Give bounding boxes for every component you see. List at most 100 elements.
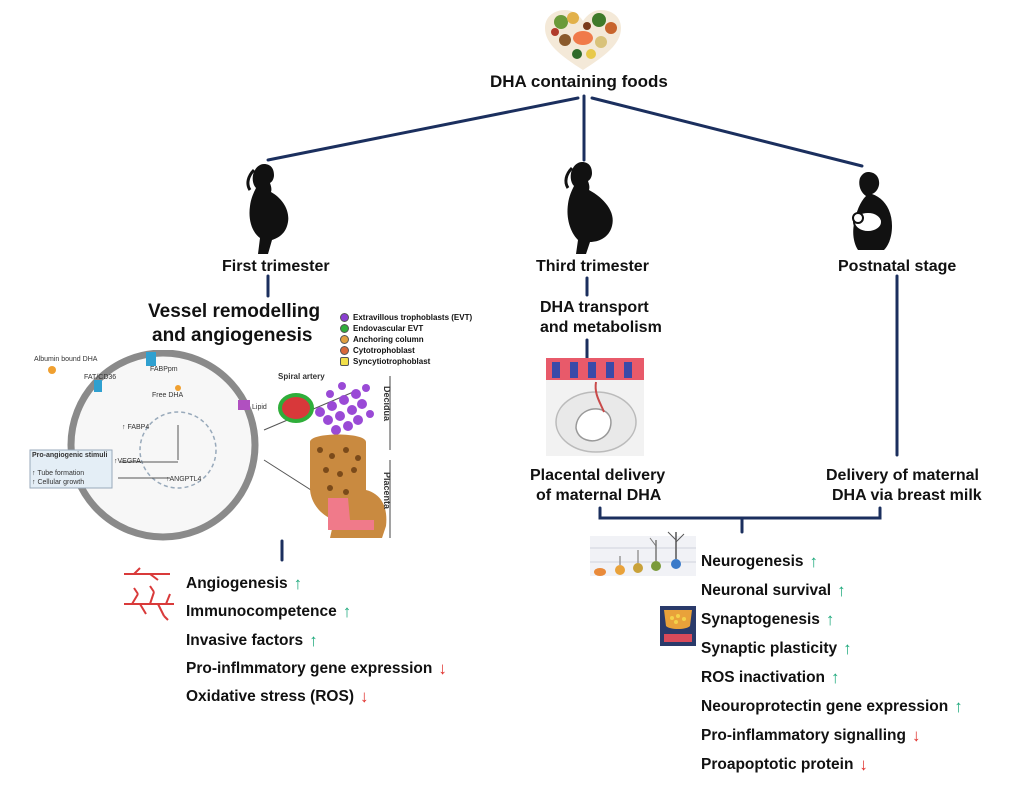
legend-swatch	[340, 313, 349, 322]
legend-label: Syncytiotrophoblast	[353, 357, 431, 366]
legend-item-endovascular: Endovascular EVT	[340, 323, 472, 334]
effect-proinflammatory: Pro-inflmmatory gene expression ↓	[186, 655, 447, 683]
postnatal-delivery: Delivery of maternal DHA via breast milk	[826, 466, 982, 506]
cell-legend: Extravillous trophoblasts (EVT) Endovasc…	[340, 312, 472, 367]
legend-item-evt: Extravillous trophoblasts (EVT)	[340, 312, 472, 323]
up-arrow-icon: ↑	[309, 630, 318, 650]
first-heading-line1: Vessel remodelling	[148, 301, 321, 322]
legend-label: Cytotrophoblast	[353, 346, 415, 355]
legend-swatch	[340, 335, 349, 344]
effect-label: Neuronal survival	[701, 581, 832, 599]
placenta-fetus-illustration	[546, 358, 644, 456]
down-arrow-icon: ↓	[359, 687, 369, 706]
up-arrow-icon: ↑	[843, 638, 852, 658]
legend-item-cytotrophoblast: Cytotrophoblast	[340, 345, 472, 356]
connector-right	[590, 96, 864, 168]
cell-label-tube: ↑ Tube formation	[32, 470, 85, 477]
legend-swatch	[340, 357, 349, 366]
first-heading-line2: and angiogenesis	[152, 325, 313, 346]
stage-third-trimester: Third trimester	[536, 258, 649, 275]
synapse-icon	[660, 606, 696, 646]
connector-left	[266, 96, 580, 162]
legend-item-anchoring: Anchoring column	[340, 334, 472, 345]
stage-first-trimester: First trimester	[222, 258, 330, 275]
cell-label-proangiogenic: Pro-angiogenic stimuli	[32, 452, 108, 459]
up-arrow-icon: ↑	[342, 602, 352, 621]
first-effects-list: Angiogenesis ↑ Immunocompetence ↑ Invasive…	[186, 570, 447, 711]
up-arrow-icon: ↑	[809, 552, 819, 571]
label-placenta: Placenta	[382, 472, 392, 510]
effect-proinflammatory-signalling: Pro-inflammatory signalling ↓	[701, 721, 963, 750]
third-delivery-line2: of maternal DHA	[536, 487, 662, 504]
third-heading: DHA transport and metabolism	[540, 298, 662, 338]
cell-label-vegfa: ↑VEGFA	[114, 458, 141, 465]
up-arrow-icon: ↑	[831, 667, 840, 687]
cell-label-growth: ↑ Cellular growth	[32, 479, 85, 486]
third-delivery: Placental delivery of maternal DHA	[530, 466, 665, 506]
up-arrow-icon: ↑	[837, 580, 846, 600]
label-spiral-artery: Spiral artery	[278, 372, 325, 381]
cell-label-free-dha: Free DHA	[152, 392, 184, 399]
effect-label: Angiogenesis	[186, 575, 288, 592]
neuron-development-icon	[590, 531, 696, 576]
effect-label: Neouroprotectin gene expression	[701, 697, 949, 715]
postnatal-delivery-line2: DHA via breast milk	[832, 487, 982, 504]
postnatal-delivery-line1: Delivery of maternal	[826, 467, 979, 484]
up-arrow-icon: ↑	[825, 609, 835, 629]
effect-label: Immunocompetence	[186, 603, 337, 620]
outcome-effects-list: Neurogenesis ↑ Neuronal survival ↑ Synapto…	[701, 548, 963, 779]
effect-synaptic-plasticity: Synaptic plasticity ↑	[701, 634, 963, 663]
effect-proapoptotic: Proapoptotic protein ↓	[701, 750, 963, 779]
effect-immunocompetence: Immunocompetence ↑	[186, 598, 447, 626]
effect-neouroprotectin: Neouroprotectin gene expression ↑	[701, 692, 963, 721]
effect-label: Pro-inflmmatory gene expression	[186, 660, 433, 677]
legend-label: Endovascular EVT	[353, 324, 424, 333]
first-heading: Vessel remodelling and angiogenesis	[148, 300, 320, 348]
third-heading-line1: DHA transport	[540, 299, 649, 316]
food-heart-icon	[545, 10, 621, 70]
effect-label: Synaptic plasticity	[701, 639, 838, 657]
effect-synaptogenesis: Synaptogenesis ↑	[701, 605, 963, 634]
legend-item-syncytiotrophoblast: Syncytiotrophoblast	[340, 356, 472, 367]
effect-ros-inactivation: ROS inactivation ↑	[701, 663, 963, 692]
effect-oxidative-stress: Oxidative stress (ROS) ↓	[186, 683, 447, 711]
effect-neurogenesis: Neurogenesis ↑	[701, 548, 963, 576]
bracket-deliveries	[598, 506, 882, 520]
placenta-illustration	[278, 376, 391, 538]
cell-label-fabppm: FABPpm	[150, 366, 178, 373]
up-arrow-icon: ↑	[954, 696, 963, 716]
down-arrow-icon: ↓	[911, 725, 921, 745]
label-decidua: Decidua	[382, 386, 392, 422]
effect-label: Invasive factors	[186, 631, 304, 649]
effect-label: Oxidative stress (ROS)	[186, 688, 354, 705]
down-arrow-icon: ↓	[438, 659, 447, 678]
effect-label: Synaptogenesis	[701, 610, 820, 628]
cell-schematic	[29, 350, 359, 541]
effect-invasive-factors: Invasive factors ↑	[186, 626, 447, 655]
stage-postnatal: Postnatal stage	[838, 258, 957, 275]
effect-label: Proapoptotic protein	[701, 755, 854, 773]
blood-vessel-icon	[124, 567, 174, 621]
breastfeeding-mother-icon	[852, 172, 892, 250]
legend-swatch	[340, 324, 349, 333]
cell-label-angptl4: ↑ANGPTL4	[166, 476, 202, 483]
cell-label-fabp4: ↑ FABP4	[122, 424, 150, 431]
cell-label-albumin: Albumin bound DHA	[34, 356, 98, 363]
effect-label: Pro-inflammatory signalling	[701, 726, 906, 744]
pregnant-woman-first-icon	[246, 164, 289, 254]
effect-label: Neurogenesis	[701, 553, 804, 570]
effect-angiogenesis: Angiogenesis ↑	[186, 570, 447, 598]
third-delivery-line1: Placental delivery	[530, 467, 666, 484]
down-arrow-icon: ↓	[859, 754, 868, 774]
cell-label-lipid: Lipid	[252, 404, 267, 411]
legend-label: Extravillous trophoblasts (EVT)	[353, 313, 473, 322]
third-heading-line2: and metabolism	[540, 319, 662, 336]
cell-label-fat: FAT/CD36	[84, 374, 117, 381]
legend-label: Anchoring column	[353, 335, 424, 344]
legend-swatch	[340, 346, 349, 355]
effect-label: ROS inactivation	[701, 668, 826, 686]
pregnant-woman-third-icon	[564, 162, 613, 254]
effect-neuronal-survival: Neuronal survival ↑	[701, 576, 963, 605]
up-arrow-icon: ↑	[293, 574, 303, 593]
